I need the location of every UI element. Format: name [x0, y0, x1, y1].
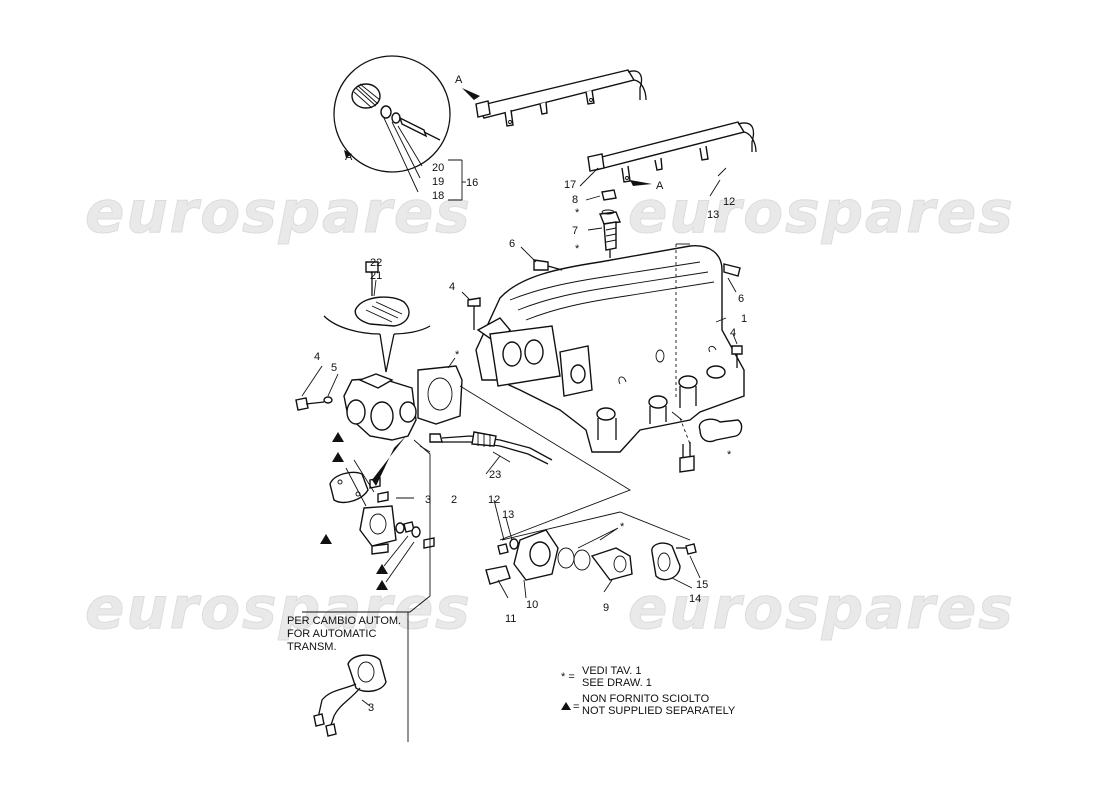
callout-6-right: 6 — [738, 293, 744, 305]
star-injector-top: * — [575, 207, 580, 219]
legend-tri-symbol: = — [573, 701, 579, 713]
inset-line-2: FOR AUTOMATIC — [287, 628, 376, 640]
inset-automatic-transmission: PER CAMBIO AUTOM. FOR AUTOMATIC TRANSM. — [287, 615, 401, 737]
callout-12-bottom: 12 — [488, 494, 500, 506]
plate-21 — [354, 261, 410, 327]
throttle-body — [343, 373, 417, 441]
fuel-rail-right — [587, 121, 757, 183]
label-a-detail: A — [345, 151, 353, 163]
label-a-right: A — [656, 180, 664, 192]
manifold-gasket — [679, 418, 743, 473]
callout-23: 23 — [489, 469, 501, 481]
callout-1: 1 — [741, 313, 747, 325]
callout-20: 20 — [432, 162, 444, 174]
callout-10: 10 — [526, 599, 538, 611]
callout-4-left: 4 — [314, 351, 320, 363]
legend-tri-line2: NOT SUPPLIED SEPARATELY — [582, 705, 736, 717]
callout-5: 5 — [331, 362, 337, 374]
intake-manifold — [475, 245, 745, 453]
callout-11: 11 — [505, 613, 516, 625]
callout-21: 21 — [370, 270, 382, 282]
bolt-4-left — [295, 396, 333, 411]
legend-triangle-icon — [561, 702, 571, 710]
bolt-4-right — [731, 345, 743, 368]
callout-7: 7 — [572, 225, 578, 237]
leader-lines — [301, 159, 738, 742]
callout-15: 15 — [696, 579, 708, 591]
legend: * = VEDI TAV. 1 SEE DRAW. 1 = NON FORNIT… — [561, 665, 736, 717]
sensor-6-right — [723, 263, 741, 277]
throttle-cover-plate — [329, 471, 369, 504]
callout-4-top: 4 — [449, 281, 455, 293]
arrow-a-left: A — [455, 74, 480, 100]
bolt-4-top — [467, 297, 481, 330]
inset-line-3: TRANSM. — [287, 641, 337, 653]
idle-valve-group — [485, 529, 697, 585]
watermark-bottom-left: eurospares — [85, 574, 472, 642]
callout-16: 16 — [466, 177, 478, 189]
label-a-left: A — [455, 74, 463, 86]
detail-circle-filter: A — [333, 55, 451, 193]
callout-22: 22 — [370, 257, 382, 269]
star-injector-bottom: * — [575, 243, 580, 255]
not-supplied-markers — [320, 432, 406, 590]
callout-2: 2 — [451, 494, 457, 506]
watermark-top-left: eurospares — [85, 178, 472, 246]
callout-14: 14 — [689, 593, 701, 605]
callout-17: 17 — [564, 179, 576, 191]
callout-18: 18 — [432, 190, 444, 202]
throttle-sensor — [359, 505, 397, 555]
sensor-cable-23 — [429, 431, 553, 465]
inset-line-1: PER CAMBIO AUTOM. — [287, 615, 401, 627]
arrow-a-right: A — [630, 180, 664, 192]
legend-star-line2: SEE DRAW. 1 — [582, 677, 652, 689]
throttle-gasket — [417, 365, 463, 425]
callout-8: 8 — [572, 194, 578, 206]
callout-3-inset: 3 — [368, 702, 374, 714]
injector-assembly — [599, 189, 621, 400]
callout-13-bottom: 13 — [502, 509, 514, 521]
legend-star-symbol: * = — [561, 671, 575, 683]
watermark-top-right: eurospares — [628, 178, 1015, 246]
callout-4-right: 4 — [730, 327, 736, 339]
callout-numbers: 1 2 3 3 4 4 4 5 6 6 7 8 9 10 11 12 12 13… — [314, 162, 747, 714]
callout-9: 9 — [603, 602, 609, 614]
throttle-small-bolts — [369, 477, 435, 549]
watermark-group: eurospares eurospares eurospares eurospa… — [85, 178, 1015, 643]
fuel-rail-left — [475, 69, 647, 127]
legend-tri-line1: NON FORNITO SCIOLTO — [582, 693, 710, 705]
callout-19: 19 — [432, 176, 444, 188]
star-idle-valve: * — [620, 521, 625, 533]
callout-13-top: 13 — [707, 209, 719, 221]
star-gasket: * — [455, 349, 460, 361]
sensor-6-left — [533, 259, 563, 271]
legend-star-line1: VEDI TAV. 1 — [582, 665, 642, 677]
callout-wedge — [323, 315, 431, 373]
watermark-bottom-right: eurospares — [628, 574, 1015, 642]
callout-6-left: 6 — [509, 238, 515, 250]
star-manifold-gasket: * — [727, 449, 732, 461]
callout-12-top: 12 — [723, 196, 735, 208]
callout-3-top: 3 — [425, 494, 431, 506]
